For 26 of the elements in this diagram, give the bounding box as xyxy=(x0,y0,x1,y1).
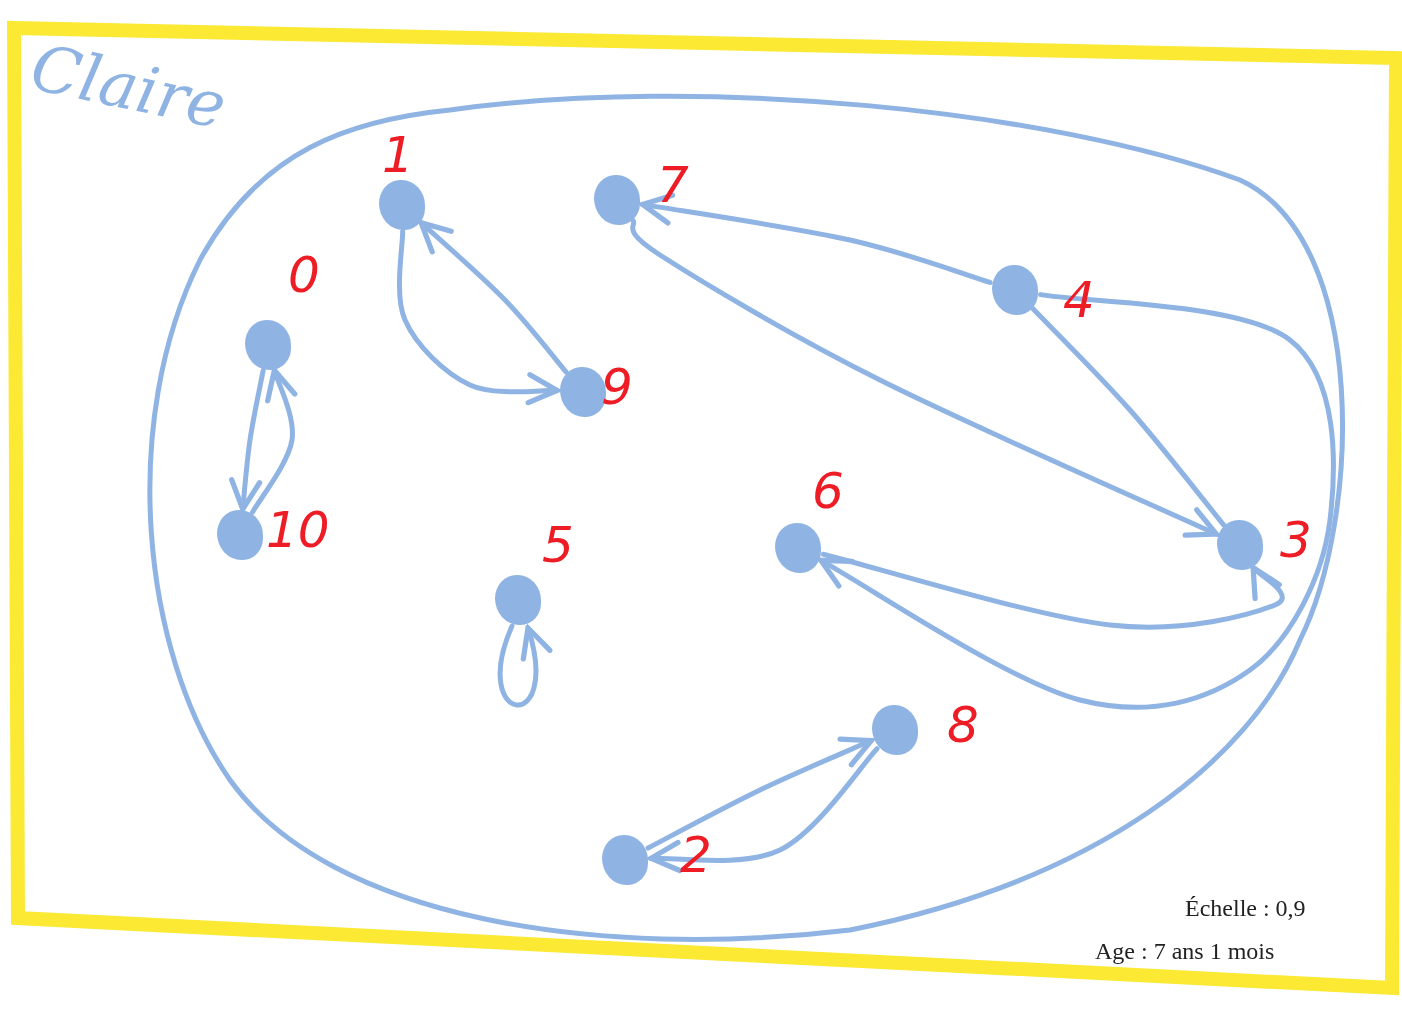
arrow xyxy=(228,368,266,512)
arrow xyxy=(648,746,880,875)
arrow xyxy=(497,623,552,708)
arrow xyxy=(820,551,1285,630)
arrow xyxy=(818,292,1336,710)
point-number: 0 xyxy=(288,250,320,300)
point-number: 7 xyxy=(657,160,689,210)
point-number: 5 xyxy=(542,520,574,570)
arrow xyxy=(645,736,874,851)
point-number: 6 xyxy=(812,466,844,516)
arrow xyxy=(418,220,569,375)
age-note: Age : 7 ans 1 mois xyxy=(1095,938,1275,965)
point-number: 9 xyxy=(601,362,633,412)
handwritten-name: Claire xyxy=(24,30,233,144)
arrow xyxy=(640,192,993,285)
point-number: 3 xyxy=(1280,515,1312,565)
arrow xyxy=(250,367,299,515)
point-number: 4 xyxy=(1063,275,1095,325)
point-number: 1 xyxy=(382,130,414,180)
scale-note: Échelle : 0,9 xyxy=(1185,895,1306,922)
arrow xyxy=(630,218,1219,538)
point-number: 8 xyxy=(947,700,979,750)
point-number: 10 xyxy=(266,505,330,555)
point-number: 2 xyxy=(680,830,712,880)
connector-line xyxy=(1030,306,1227,528)
arrow xyxy=(396,228,560,407)
